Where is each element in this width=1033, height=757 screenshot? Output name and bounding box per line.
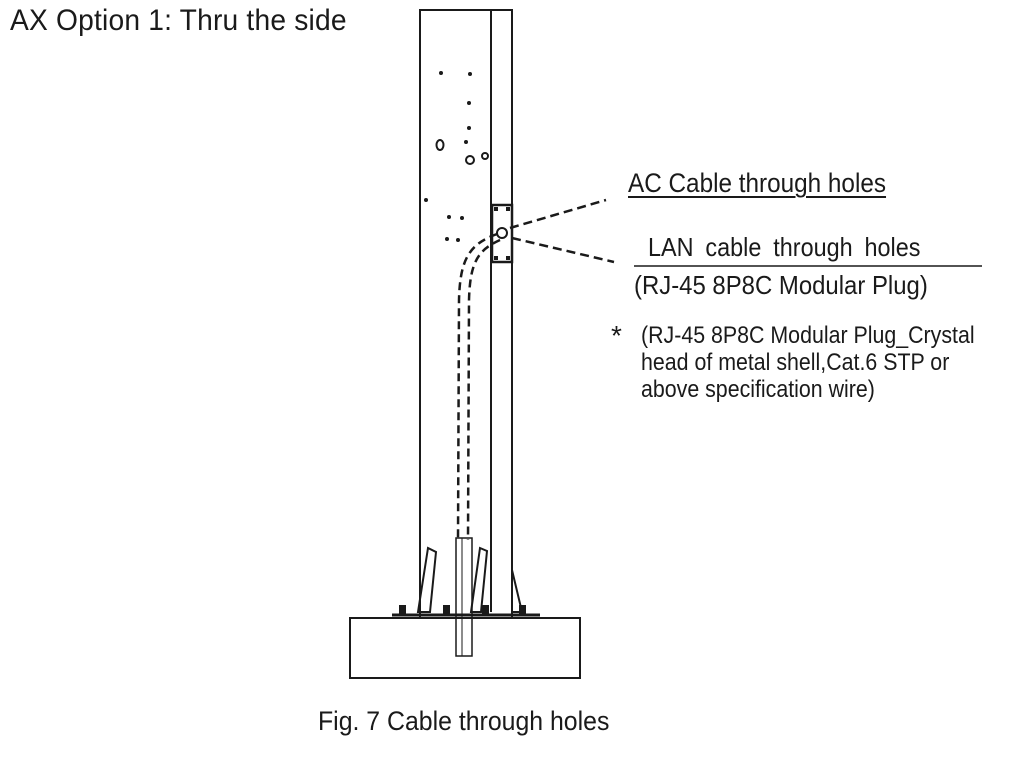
pole-body bbox=[419, 9, 513, 619]
figure-caption: Fig. 7 Cable through holes bbox=[318, 706, 610, 736]
concrete-foundation bbox=[349, 617, 581, 679]
gusset-brackets bbox=[416, 546, 524, 613]
ac-cable-label: AC Cable through holes bbox=[628, 168, 887, 198]
spec-note-line-3: above specification wire) bbox=[641, 376, 875, 403]
note-asterisk: * bbox=[611, 320, 622, 351]
anchor-bolts bbox=[399, 605, 526, 614]
cable-access-plate bbox=[490, 203, 514, 264]
hole-oval bbox=[435, 139, 445, 151]
cable-route bbox=[456, 232, 501, 541]
spec-note-line-2: head of metal shell,Cat.6 STP or bbox=[641, 349, 950, 376]
lan-cable-label: LAN cable through holes bbox=[648, 232, 921, 262]
cable-hole bbox=[496, 227, 508, 239]
mounting-holes bbox=[424, 71, 472, 242]
hole-round-1 bbox=[465, 155, 475, 165]
hole-round-2 bbox=[481, 152, 489, 160]
spec-note: (RJ-45 8P8C Modular Plug_Crystal head of… bbox=[641, 322, 1015, 403]
conduit bbox=[455, 537, 473, 657]
leader-lines bbox=[509, 198, 615, 264]
diagram-title: AX Option 1: Thru the side bbox=[10, 4, 347, 37]
rj45-label: (RJ-45 8P8C Modular Plug) bbox=[634, 270, 928, 300]
spec-note-line-1: (RJ-45 8P8C Modular Plug_Crystal bbox=[641, 322, 975, 349]
